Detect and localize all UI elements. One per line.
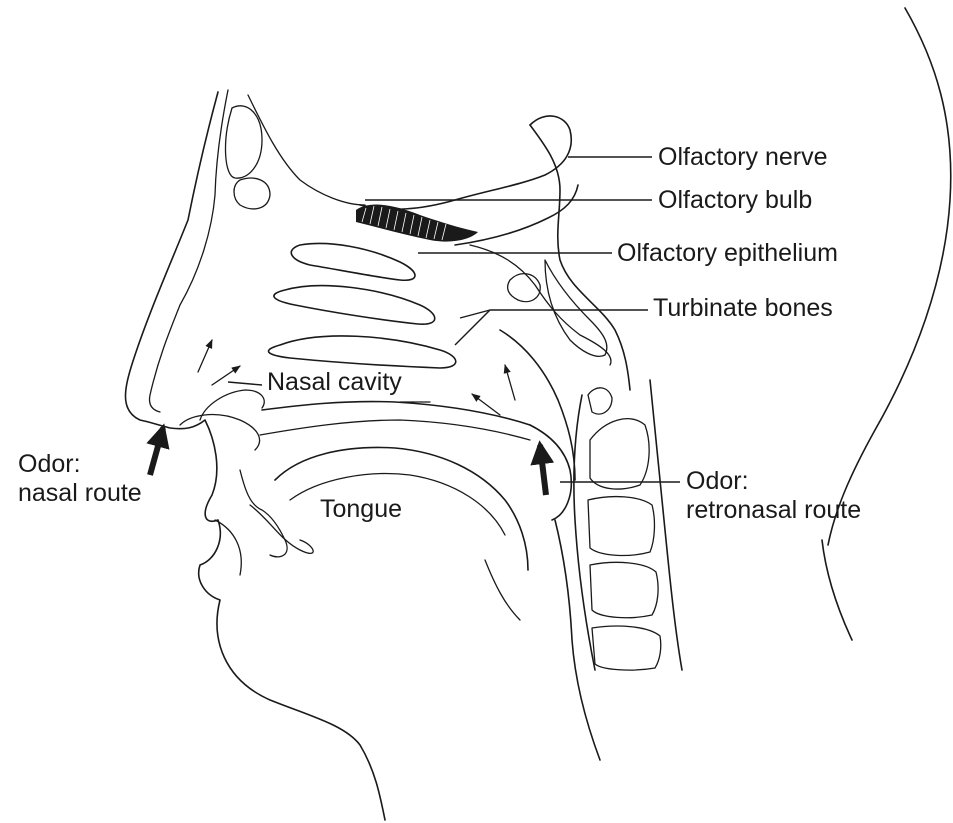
retronasal-route-arrow <box>540 445 546 495</box>
sphenoid-sinus <box>508 274 541 302</box>
label-odor-nasal-route: Odor: nasal route <box>18 450 142 508</box>
skull-base-outline <box>248 95 365 205</box>
neck-back-outline <box>822 540 852 640</box>
label-nasal-cavity: Nasal cavity <box>267 368 402 397</box>
label-olfactory-nerve: Olfactory nerve <box>658 143 828 172</box>
nasal-route-arrow <box>150 428 163 475</box>
airflow-arrow-1 <box>198 340 212 372</box>
frontal-bone-outline <box>149 90 228 412</box>
atlas <box>588 388 612 414</box>
label-olfactory-epithelium: Olfactory epithelium <box>617 239 838 268</box>
inferior-turbinate <box>269 336 456 368</box>
floor-of-mouth <box>250 505 313 553</box>
nasal-cavity-leader <box>228 382 262 385</box>
label-turbinate-bones: Turbinate bones <box>653 294 833 323</box>
vertebra-2 <box>588 497 654 556</box>
label-olfactory-bulb: Olfactory bulb <box>658 186 812 215</box>
middle-turbinate <box>274 286 435 325</box>
occipital-outline <box>530 125 630 390</box>
pharynx-front <box>485 560 520 620</box>
label-odor-retronasal-route: Odor: retronasal route <box>686 467 861 525</box>
airflow-arrow-4 <box>505 365 515 400</box>
label-odor-retronasal-route-line2: retronasal route <box>686 496 861 525</box>
nostril-outline <box>180 415 260 450</box>
frontal-sinus-outline <box>226 106 262 178</box>
palate-lower <box>260 420 530 440</box>
back-of-head-outline <box>828 8 951 545</box>
face-profile-outline <box>125 92 385 820</box>
nasal-vestibule-outline <box>200 390 264 420</box>
vertebra-4 <box>592 626 661 670</box>
hard-palate <box>262 402 530 425</box>
nasopharynx-wall <box>500 330 575 480</box>
label-odor-retronasal-route-line1: Odor: <box>686 467 861 496</box>
label-odor-nasal-route-line1: Odor: <box>18 450 142 479</box>
anterior-cranial-fossa <box>360 116 571 209</box>
frontal-sinus-inner <box>234 178 270 209</box>
vertebra-3 <box>590 562 658 617</box>
superior-turbinate <box>291 244 415 281</box>
soft-palate <box>530 425 571 520</box>
olfactory-bulb-shape <box>356 205 478 242</box>
label-tongue: Tongue <box>320 495 402 524</box>
mouth-interior <box>240 470 287 557</box>
sphenoid-outline <box>470 245 611 365</box>
lower-lip <box>215 520 241 575</box>
label-odor-nasal-route-line2: nasal route <box>18 479 142 508</box>
vertebra-1 <box>590 419 649 489</box>
